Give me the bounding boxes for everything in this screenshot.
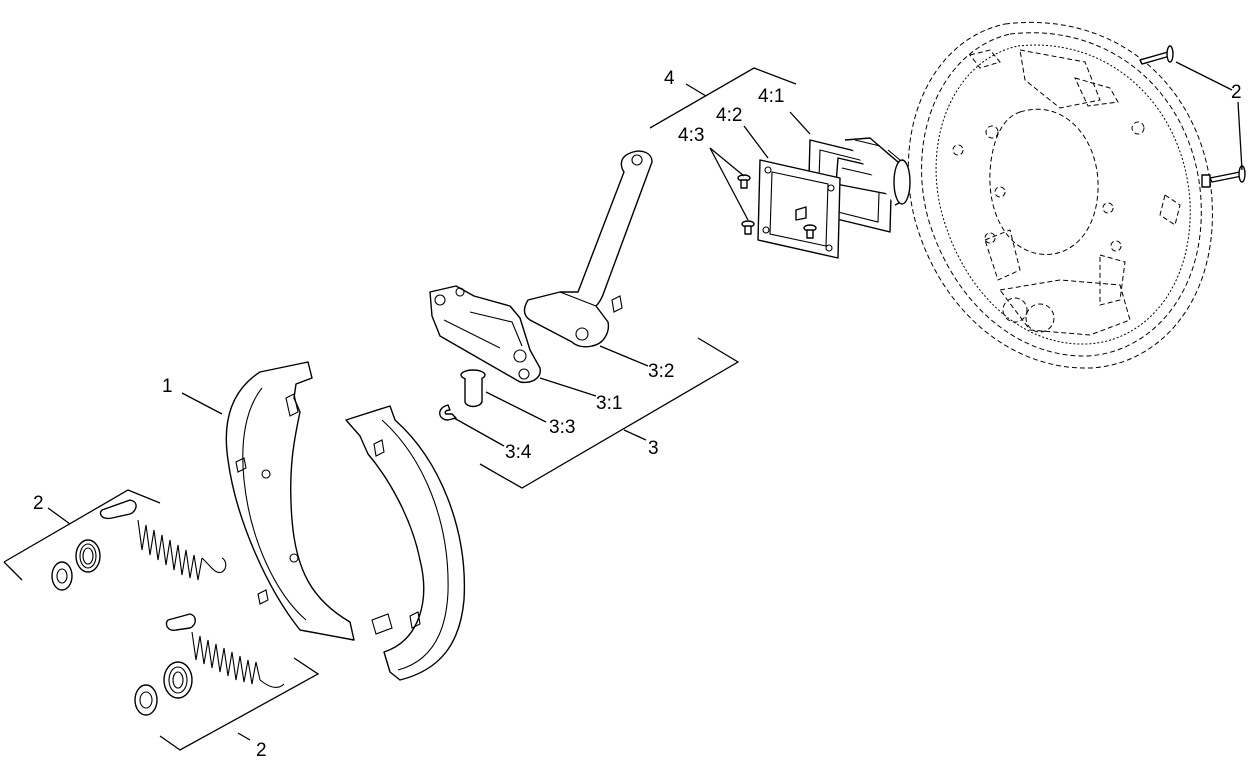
callout-4-2: 4:2 xyxy=(716,105,742,126)
lever-pin xyxy=(460,369,486,408)
callout-2-left-bottom: 2 xyxy=(256,740,267,761)
leader-lines xyxy=(3,61,1243,751)
callout-4: 4 xyxy=(664,68,675,89)
brake-shoe-right xyxy=(345,405,466,681)
cylinder-plate xyxy=(757,159,841,259)
callout-4-3: 4:3 xyxy=(678,125,704,146)
brake-shoe-left xyxy=(225,361,355,641)
callout-2-left-top: 2 xyxy=(33,493,44,514)
lever-arm xyxy=(523,150,653,348)
callout-3-2: 3:2 xyxy=(648,361,674,382)
lever-clip xyxy=(439,404,457,421)
callout-4-1: 4:1 xyxy=(758,86,784,107)
hold-down-spring-lower xyxy=(134,661,193,716)
spring-upper xyxy=(99,499,227,581)
callout-3: 3 xyxy=(648,438,659,459)
hold-down-spring-upper xyxy=(51,539,101,591)
bolt-lower xyxy=(1201,165,1246,188)
backing-plate xyxy=(907,22,1213,369)
callout-2-right: 2 xyxy=(1231,82,1242,103)
callout-1: 1 xyxy=(162,376,173,397)
bolt-upper xyxy=(1139,45,1174,65)
callout-3-4: 3:4 xyxy=(505,442,532,463)
callout-3-1: 3:1 xyxy=(596,393,622,414)
lever-bracket xyxy=(429,285,541,384)
spring-lower xyxy=(165,613,285,689)
cylinder-screw-2 xyxy=(741,220,755,235)
callout-3-3: 3:3 xyxy=(549,417,575,438)
cylinder-screw-1 xyxy=(737,174,751,189)
cylinder-screw-3 xyxy=(803,224,817,239)
